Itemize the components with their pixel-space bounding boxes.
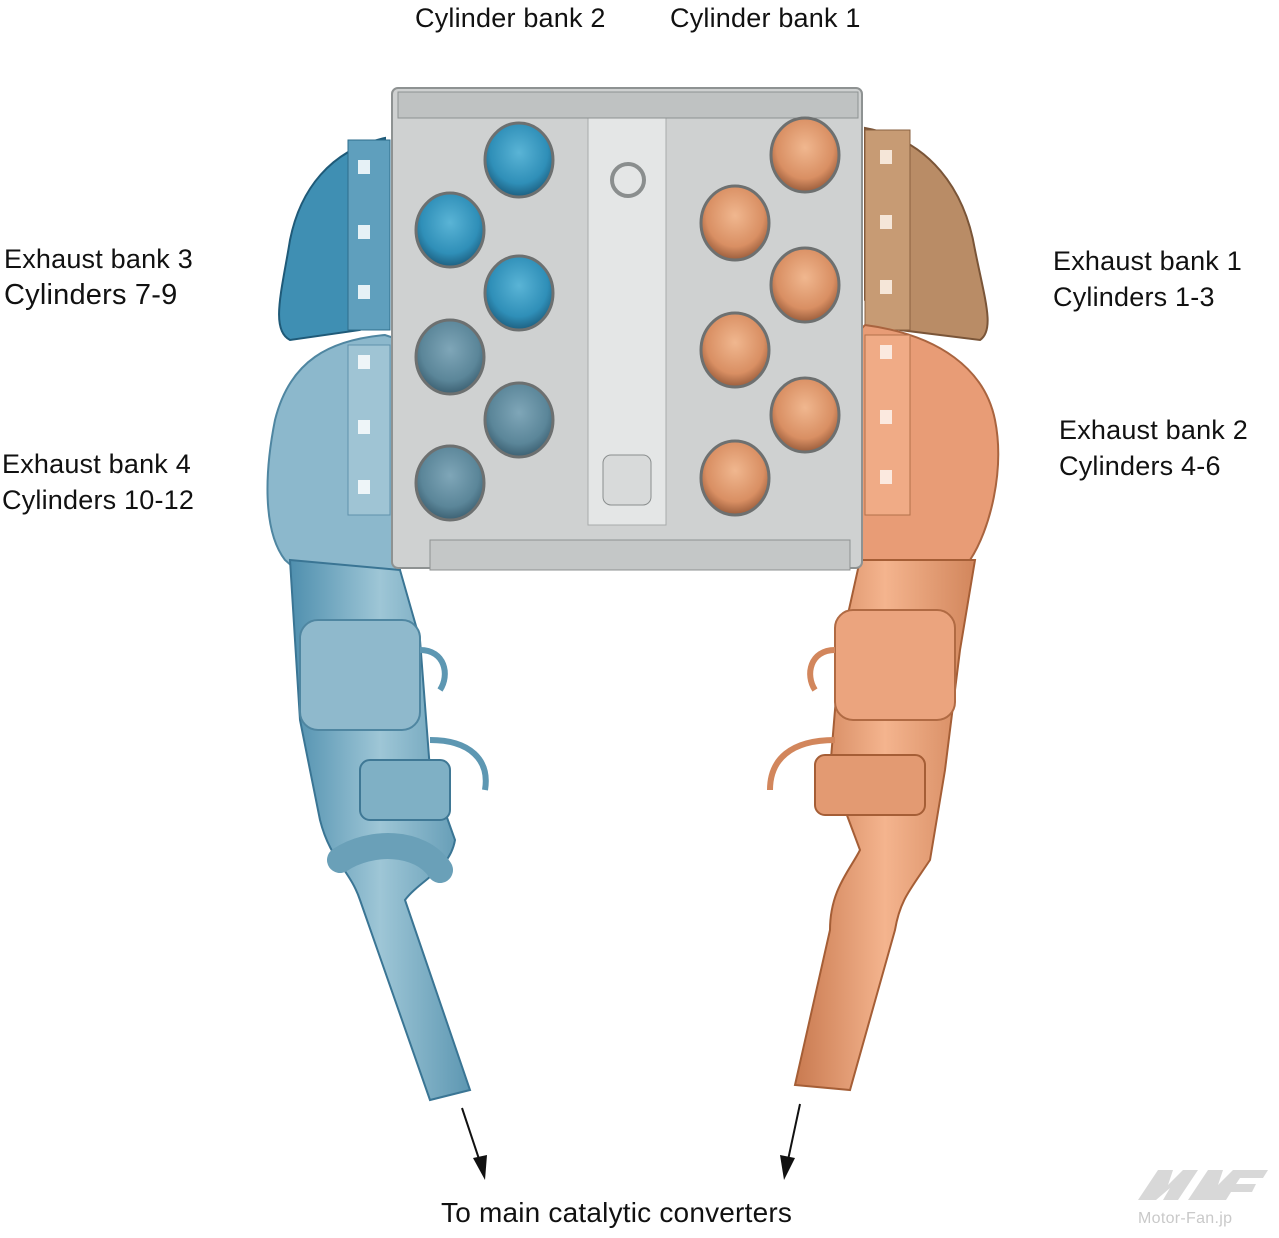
exhaust-bank-4-title: Exhaust bank 4 xyxy=(2,449,191,479)
exhaust-bank-3-title: Exhaust bank 3 xyxy=(4,244,193,274)
cylinder-bore-9 xyxy=(769,246,841,324)
exhaust-bank-2-manifold xyxy=(859,323,1000,602)
cylinder-bank-1-label: Cylinder bank 1 xyxy=(670,3,861,33)
cylinder-bore-3 xyxy=(483,254,555,332)
cylinder-bore-10 xyxy=(699,311,771,389)
exhaust-bank-1-label: Exhaust bank 1 Cylinders 1-3 xyxy=(1053,243,1242,315)
cylinder-bank-2-label: Cylinder bank 2 xyxy=(415,3,606,33)
exhaust-bank-2-cylinders: Cylinders 4-6 xyxy=(1059,451,1221,481)
exhaust-bank-2-label: Exhaust bank 2 Cylinders 4-6 xyxy=(1059,412,1248,484)
blue-catalyst-pipe xyxy=(288,558,489,1102)
arrow-left xyxy=(461,1107,487,1180)
cylinder-bore-12 xyxy=(699,439,771,517)
exhaust-bank-4-cylinders: Cylinders 10-12 xyxy=(2,485,195,515)
exhaust-bank-2-title: Exhaust bank 2 xyxy=(1059,415,1248,445)
cylinder-bore-5 xyxy=(483,381,555,459)
exhaust-bank-1-manifold xyxy=(864,126,989,342)
cylinder-bore-11 xyxy=(769,376,841,454)
cylinder-bore-4 xyxy=(414,318,486,396)
exhaust-bank-3-cylinders: Cylinders 7-9 xyxy=(4,279,178,311)
cylinder-bore-7 xyxy=(769,116,841,194)
orange-catalyst-pipe xyxy=(767,559,977,1092)
exhaust-bank-3-manifold xyxy=(278,136,391,342)
catalytic-converter-label: To main catalytic converters xyxy=(441,1197,793,1228)
watermark-logo xyxy=(1138,1170,1268,1200)
exhaust-bank-3-label: Exhaust bank 3 Cylinders 7-9 xyxy=(4,241,193,313)
cylinder-bore-8 xyxy=(699,184,771,262)
cylinder-bore-6 xyxy=(414,444,486,522)
cylinder-bore-2 xyxy=(414,191,486,269)
exhaust-bank-4-manifold xyxy=(266,333,401,602)
exhaust-bank-1-title: Exhaust bank 1 xyxy=(1053,246,1242,276)
cylinder-bore-1 xyxy=(483,121,555,199)
exhaust-bank-4-label: Exhaust bank 4 Cylinders 10-12 xyxy=(2,446,194,518)
exhaust-bank-1-cylinders: Cylinders 1-3 xyxy=(1053,282,1215,312)
watermark-text: Motor-Fan.jp xyxy=(1138,1210,1233,1227)
cylinder-bores xyxy=(414,116,841,522)
arrow-right xyxy=(780,1103,801,1180)
